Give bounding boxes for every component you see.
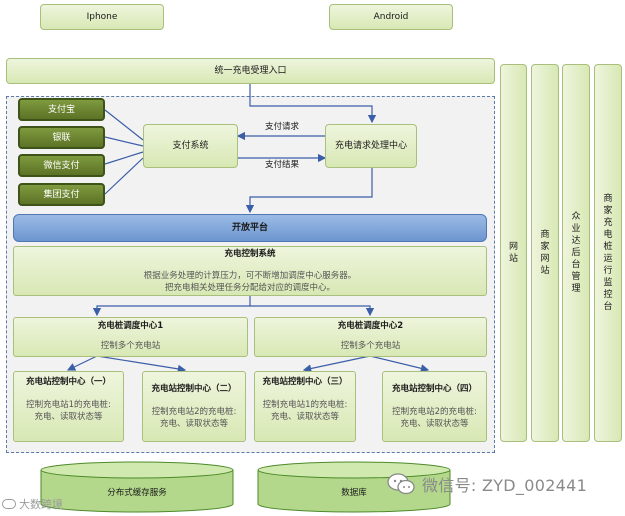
side-backend-column: 众业达后台管理 <box>562 64 590 442</box>
control-system-desc-1: 根据业务处理的计算压力，可不断增加调度中心服务器。 <box>143 271 357 281</box>
side-website-column: 网站 <box>500 64 527 442</box>
control-system-title: 充电控制系统 <box>224 249 276 259</box>
dispatch-center-2-title: 充电桩调度中心2 <box>337 321 404 331</box>
wechat-icon <box>386 472 416 496</box>
dispatch-center-1-box <box>13 317 248 357</box>
side-backend-label: 众业达后台管理 <box>571 212 581 294</box>
station-center-4-title: 充电站控制中心（四） <box>391 384 477 394</box>
payment-alipay-box: 支付宝 <box>18 98 105 121</box>
request-center-label: 充电请求处理中心 <box>334 141 407 151</box>
dispatch-center-1-desc: 控制多个充电站 <box>100 341 161 351</box>
cache-service-label: 分布式缓存服务 <box>107 488 167 498</box>
unified-entry-label: 统一充电受理入口 <box>214 66 287 76</box>
station-center-1-desc-1: 控制充电站1的充电桩: <box>26 400 111 410</box>
station-center-3-desc-1: 控制充电站1的充电桩: <box>262 400 348 410</box>
dispatch-center-2-desc: 控制多个充电站 <box>340 341 401 351</box>
station-center-1-title: 充电站控制中心（一） <box>25 377 111 387</box>
dispatch-center-2-box <box>254 317 487 357</box>
station-center-4-desc-1: 控制充电站2的充电桩: <box>392 407 477 417</box>
station-center-1-desc-2: 充电、读取状态等 <box>34 412 103 422</box>
iphone-label: Iphone <box>86 12 118 22</box>
database-label: 数据库 <box>341 488 367 498</box>
side-merchant-site-column: 商家网站 <box>531 64 559 442</box>
cache-service-cylinder: 分布式缓存服务 <box>40 461 234 513</box>
station-center-2-box <box>142 371 246 442</box>
pay-system-box: 支付系统 <box>143 124 238 168</box>
payment-group-label: 集团支付 <box>43 189 80 200</box>
open-platform-box: 开放平台 <box>13 214 487 242</box>
side-website-label: 网站 <box>508 242 518 264</box>
control-system-desc-2: 把充电相关处理任务分配给对应的调度中心。 <box>164 283 335 293</box>
station-center-2-desc-1: 控制充电站2的充电桩: <box>151 407 237 417</box>
watermark-left: 大数跨境 <box>2 496 63 512</box>
dispatch-center-1-title: 充电桩调度中心1 <box>97 321 164 331</box>
unified-entry-box: 统一充电受理入口 <box>6 58 495 84</box>
iphone-client-box: Iphone <box>40 4 164 30</box>
pay-request-label: 支付请求 <box>264 122 299 132</box>
payment-alipay-label: 支付宝 <box>47 104 75 115</box>
watermark-right-text: 微信号: ZYD_002441 <box>422 476 588 495</box>
watermark-right: 微信号: ZYD_002441 <box>386 472 587 496</box>
station-center-3-title: 充电站控制中心（三） <box>262 377 348 387</box>
watermark-logo-icon <box>2 499 16 509</box>
side-merchant-site-label: 商家网站 <box>540 230 550 276</box>
station-center-4-box <box>382 371 487 442</box>
payment-wechat-label: 微信支付 <box>43 160 80 171</box>
android-label: Android <box>373 12 409 22</box>
station-center-2-title: 充电站控制中心（二） <box>151 384 237 394</box>
station-center-4-desc-2: 充电、读取状态等 <box>400 419 469 429</box>
station-center-3-desc-2: 充电、读取状态等 <box>270 412 339 422</box>
station-center-2-desc-2: 充电、读取状态等 <box>159 419 228 429</box>
payment-wechat-box: 微信支付 <box>18 154 105 177</box>
open-platform-label: 开放平台 <box>231 223 268 233</box>
control-system-box <box>13 246 487 296</box>
station-center-3-box <box>254 371 356 442</box>
android-client-box: Android <box>329 4 453 30</box>
payment-group-box: 集团支付 <box>18 183 105 206</box>
payment-unionpay-box: 银联 <box>18 126 105 149</box>
watermark-left-text: 大数跨境 <box>19 498 63 511</box>
station-center-1-box <box>13 371 124 442</box>
pay-result-label: 支付结果 <box>264 160 299 170</box>
request-center-box: 充电请求处理中心 <box>325 124 417 168</box>
pay-system-label: 支付系统 <box>172 141 209 151</box>
cache-cylinder-shape <box>40 461 234 513</box>
side-monitor-column: 商家充电桩运行监控台 <box>594 64 622 442</box>
side-monitor-label: 商家充电桩运行监控台 <box>603 194 613 312</box>
payment-unionpay-label: 银联 <box>52 132 71 143</box>
